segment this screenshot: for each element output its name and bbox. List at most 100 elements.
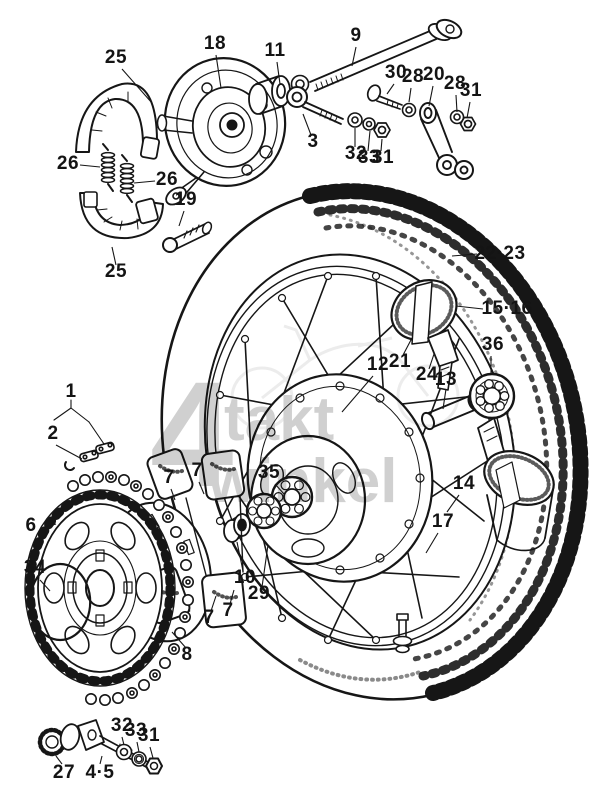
callout-leader [111, 246, 117, 266]
callout-label: 34 [24, 557, 46, 578]
rim-band-flap [427, 329, 459, 369]
callout-leader [99, 755, 103, 765]
callout-leader [386, 83, 395, 95]
callout-label: 31 [460, 80, 482, 101]
sprocket-teeth [25, 490, 175, 686]
callout-leader [198, 481, 205, 495]
callout-label: 7 [191, 460, 202, 481]
callout-label: 31 [138, 725, 160, 746]
callout-leader [274, 483, 285, 495]
adjuster-eye-bolt-3 [286, 86, 344, 125]
callout-leader [401, 337, 413, 358]
callout-leader [276, 61, 281, 85]
washer-32a [347, 112, 363, 128]
callout-label: 15·16 [481, 298, 532, 319]
callout-label: 19 [175, 189, 197, 210]
callout-leader [446, 494, 460, 513]
callout-leader [425, 532, 439, 554]
callout-leader [55, 444, 83, 460]
callout-label: 12 [367, 354, 389, 375]
chain-adjuster-27 [37, 719, 105, 757]
callout-label: 33 [358, 147, 380, 168]
valve-stem [392, 613, 413, 654]
callout-leader [466, 101, 471, 119]
damper-stipple [212, 590, 238, 600]
watermark: 4 takt winkel [150, 324, 460, 518]
rear-axle [309, 18, 463, 92]
callout-label: 8 [181, 644, 192, 665]
callout-leader [428, 85, 434, 107]
watermark-word2: winkel [207, 447, 398, 516]
callout-leader [229, 589, 235, 605]
hub-spacer-collar-10 [223, 513, 251, 543]
drive-chain [67, 470, 195, 706]
callout-leader [178, 210, 185, 227]
washer-28a [401, 102, 417, 118]
callout-leader [261, 544, 269, 588]
washer-32b [115, 743, 133, 761]
brake-shoe-lower [79, 191, 164, 240]
damper-stipple [158, 464, 184, 474]
tire-cut-top [390, 279, 459, 391]
axle-sleeve-11 [248, 75, 291, 115]
nut-31b [459, 116, 477, 132]
callout-leader [455, 94, 458, 113]
callout-label: 26 [156, 169, 178, 190]
hub-bearing-29 [245, 492, 283, 530]
callout-label: 17 [432, 511, 454, 532]
tread-knobs-mid [313, 204, 568, 681]
callout-leader [351, 46, 357, 67]
callout-label: 28 [444, 73, 466, 94]
callout-leader [149, 746, 154, 759]
callout-label: 28 [402, 66, 424, 87]
wheel-bearing-36 [468, 372, 516, 420]
callout-leader [215, 54, 222, 89]
callout-label: 32 [111, 715, 133, 736]
callout-leader [302, 113, 312, 136]
watermark-word1: takt [224, 385, 334, 454]
brake-spring-right [119, 154, 135, 203]
callout-leader [455, 305, 484, 310]
callout-leader [451, 253, 478, 257]
callout-label: 29 [248, 583, 270, 604]
callout-label: 1 [65, 381, 76, 402]
callout-label: 18 [204, 33, 226, 54]
callout-leader [210, 595, 217, 612]
callout-label: 4·5 [86, 762, 115, 783]
callout-leader [380, 138, 383, 152]
torque-link-bolt-30 [366, 84, 403, 110]
torque-arm-20 [419, 102, 474, 180]
callout-label: 36 [482, 334, 504, 355]
tire-stipple-bottom [298, 658, 422, 682]
callout-leader [121, 68, 153, 104]
brake-shoe-upper [75, 82, 161, 160]
watermark-big-char: 4 [150, 350, 233, 518]
tread-knobs-inner [323, 223, 550, 662]
callout-leader [428, 353, 435, 370]
callout-label: 24 [416, 364, 438, 385]
nut-31a [373, 122, 391, 138]
callout-label: 10 [234, 567, 256, 588]
callout-leader [341, 375, 374, 413]
callout-leader [133, 180, 156, 184]
callout-label: 31 [372, 147, 394, 168]
callout-label: 22·23 [474, 243, 525, 264]
callout-label: 7 [203, 607, 214, 628]
callout-label: 11 [264, 40, 285, 61]
line-art [24, 18, 589, 775]
callout-label: 13 [435, 369, 457, 390]
callout-label: 33 [125, 720, 147, 741]
moped-sketch-watermark [230, 324, 460, 430]
callout-label: 32 [345, 143, 367, 164]
callout-leader [79, 164, 101, 168]
brake-cam [162, 221, 213, 253]
callout-label: 7 [222, 600, 233, 621]
callout-label: 20 [423, 64, 445, 85]
callout-label: 35 [258, 462, 280, 483]
sprocket [24, 489, 176, 687]
callout-label: 21 [389, 351, 411, 372]
callout-label: 7 [163, 467, 174, 488]
